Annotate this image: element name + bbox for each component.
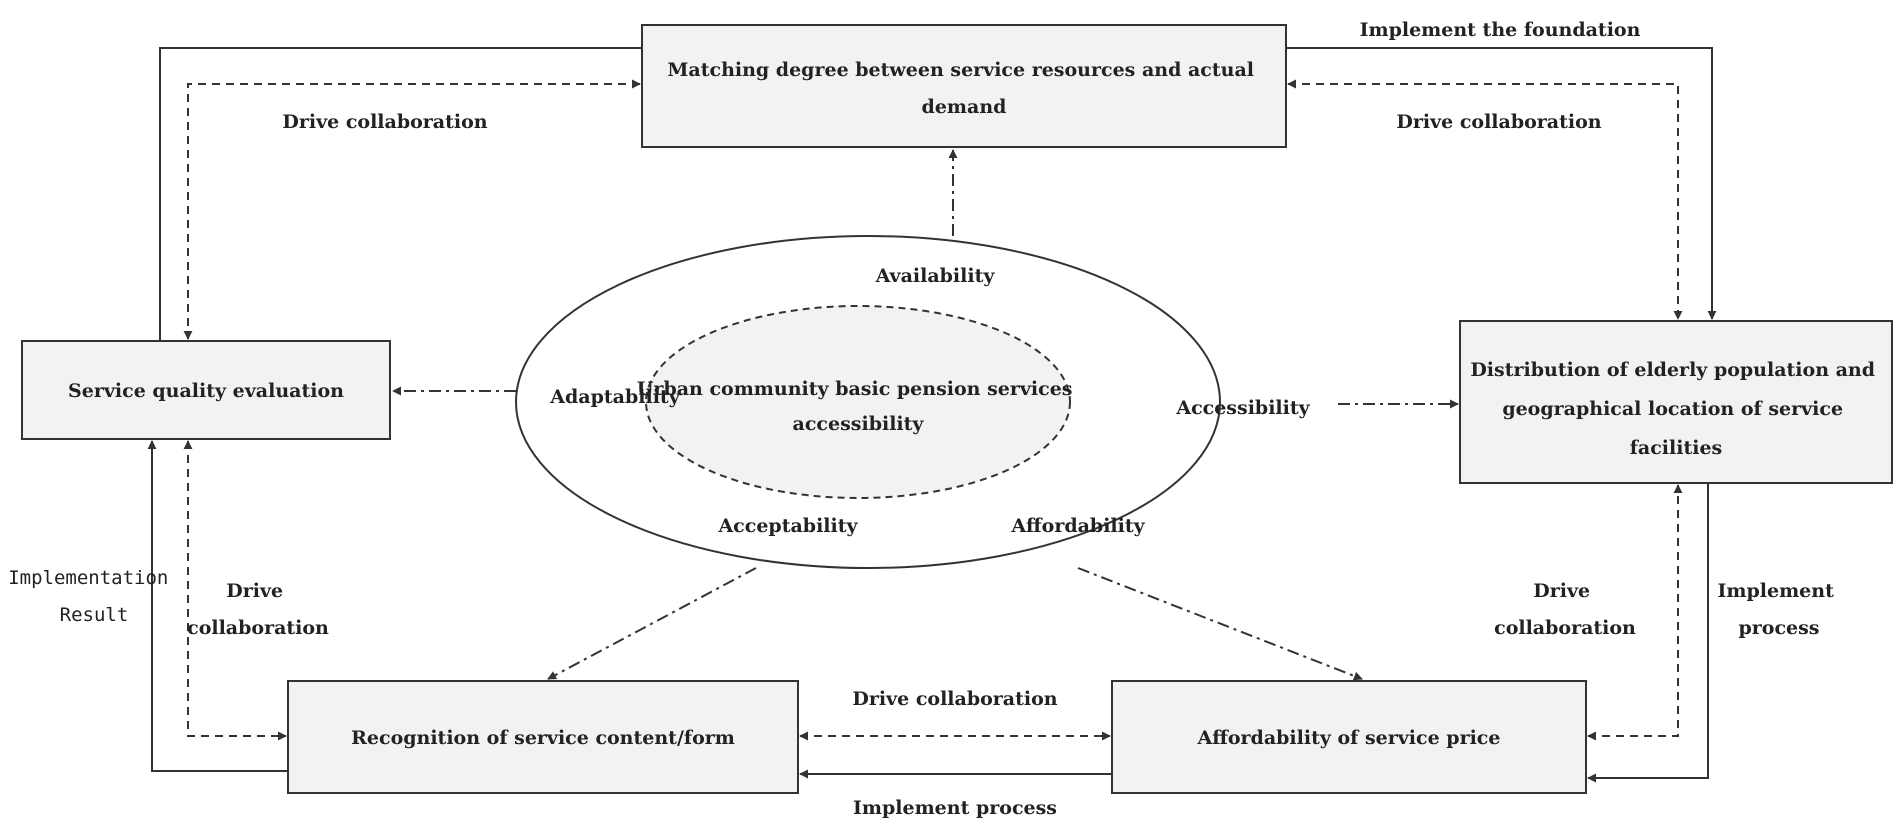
label-implementation-result: Implementation Result	[8, 567, 180, 626]
label-drive-left: Drive collaboration	[187, 580, 329, 639]
label-drive-left-line-1: Drive	[226, 580, 283, 602]
inner-ellipse-line-2: accessibility	[793, 413, 925, 435]
solid-connector-distribution-to-price	[1587, 483, 1709, 783]
label-drive-bottom-mid: Drive collaboration	[852, 688, 1057, 710]
solid-connector-matching-to-distribution	[1286, 47, 1717, 320]
inner-ellipse	[645, 305, 1071, 499]
label-drive-right-top: Drive collaboration	[1396, 111, 1601, 133]
inner-ellipse-text: Urban community basic pension services a…	[637, 378, 1079, 435]
dashdot-to-recognition	[547, 567, 757, 680]
box-recognition	[287, 680, 799, 794]
label-implement-process-right: Implement process	[1718, 580, 1841, 639]
label-implementation-result-line-1: Implementation	[8, 567, 168, 589]
label-implement-process-right-line-1: Implement	[1718, 580, 1835, 602]
label-implement-process-bottom: Implement process	[853, 797, 1057, 819]
label-implement-foundation: Implement the foundation	[1360, 19, 1641, 41]
acceptability-label: Acceptability	[717, 515, 858, 537]
box-distribution-line-3: facilities	[1630, 437, 1723, 459]
solid-connector-quality-to-matching	[159, 47, 642, 340]
availability-label: Availability	[875, 265, 996, 287]
box-quality	[21, 340, 391, 440]
box-distribution-text: Distribution of elderly population and g…	[1470, 359, 1881, 459]
box-matching-line-2: demand	[922, 96, 1007, 118]
label-drive-right-line-2: collaboration	[1494, 617, 1636, 639]
box-distribution-line-2: geographical location of service	[1502, 398, 1843, 420]
box-recognition-line-1: Recognition of service content/form	[351, 727, 735, 749]
label-drive-right-line-1: Drive	[1533, 580, 1590, 602]
box-distribution-line-1: Distribution of elderly population and	[1470, 359, 1875, 381]
label-drive-left-top: Drive collaboration	[282, 111, 487, 133]
label-drive-left-line-2: collaboration	[187, 617, 329, 639]
label-implementation-result-line-2: Result	[60, 604, 129, 626]
dashed-connector-matching-quality	[183, 79, 641, 340]
box-matching-text: Matching degree between service resource…	[667, 59, 1260, 118]
box-distribution	[1459, 320, 1893, 484]
box-recognition-text: Recognition of service content/form	[351, 727, 735, 749]
box-matching-line-1: Matching degree between service resource…	[667, 59, 1254, 81]
solid-connector-recognition-to-quality	[147, 440, 288, 772]
box-matching	[641, 24, 1287, 148]
label-drive-right: Drive collaboration	[1494, 580, 1636, 639]
dashdot-to-price	[1077, 567, 1363, 681]
inner-ellipse-line-1: Urban community basic pension services	[637, 378, 1073, 400]
affordability-label: Affordability	[1010, 515, 1145, 537]
box-quality-line-1: Service quality evaluation	[68, 380, 344, 402]
box-price	[1111, 680, 1587, 794]
box-price-text: Affordability of service price	[1197, 727, 1501, 749]
accessibility-label: Accessibility	[1175, 397, 1310, 419]
adaptability-label: Adaptability	[549, 386, 680, 408]
label-implement-process-right-line-2: process	[1738, 617, 1819, 639]
dashed-connector-quality-recognition	[183, 440, 287, 741]
box-price-line-1: Affordability of service price	[1197, 727, 1501, 749]
box-quality-text: Service quality evaluation	[68, 380, 344, 402]
dashed-connector-price-distribution	[1587, 484, 1683, 741]
dashed-connector-matching-distribution	[1287, 79, 1683, 320]
